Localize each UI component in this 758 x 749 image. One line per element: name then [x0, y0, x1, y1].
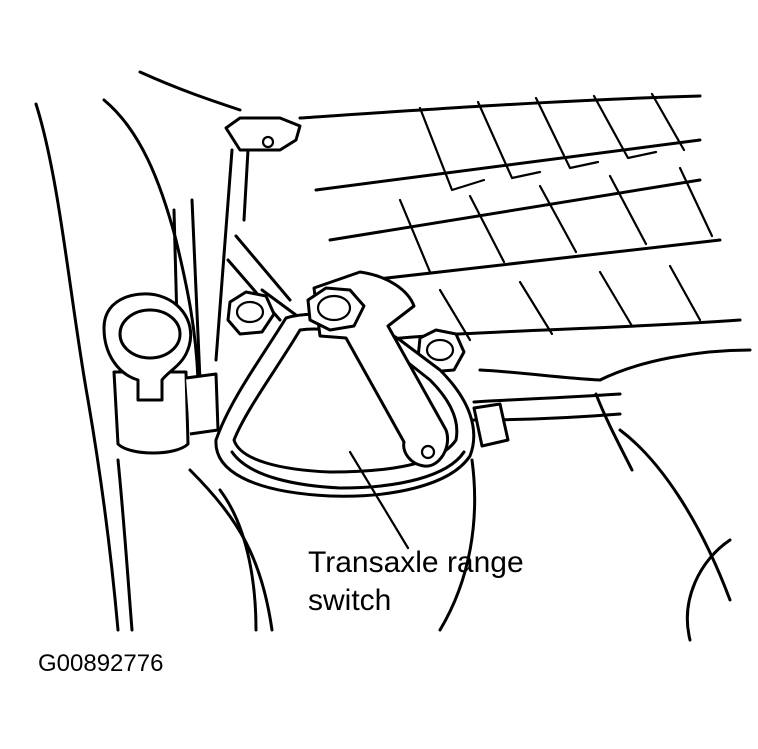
callout-line-1: Transaxle range — [308, 546, 524, 579]
right-housing — [472, 348, 752, 642]
callout-leader-line — [348, 450, 410, 550]
lower-case-outline — [188, 458, 477, 632]
left-housing-outline — [34, 70, 242, 632]
center-nut — [306, 286, 366, 332]
callout-line-2: switch — [308, 584, 392, 617]
bolt-left — [226, 290, 276, 336]
transaxle-case-upper — [298, 92, 742, 342]
range-switch-callout: Transaxle range switch — [308, 544, 524, 620]
figure-id: G00892776 — [38, 650, 164, 677]
lifting-eye — [102, 292, 220, 455]
bracket-assembly — [172, 116, 302, 382]
